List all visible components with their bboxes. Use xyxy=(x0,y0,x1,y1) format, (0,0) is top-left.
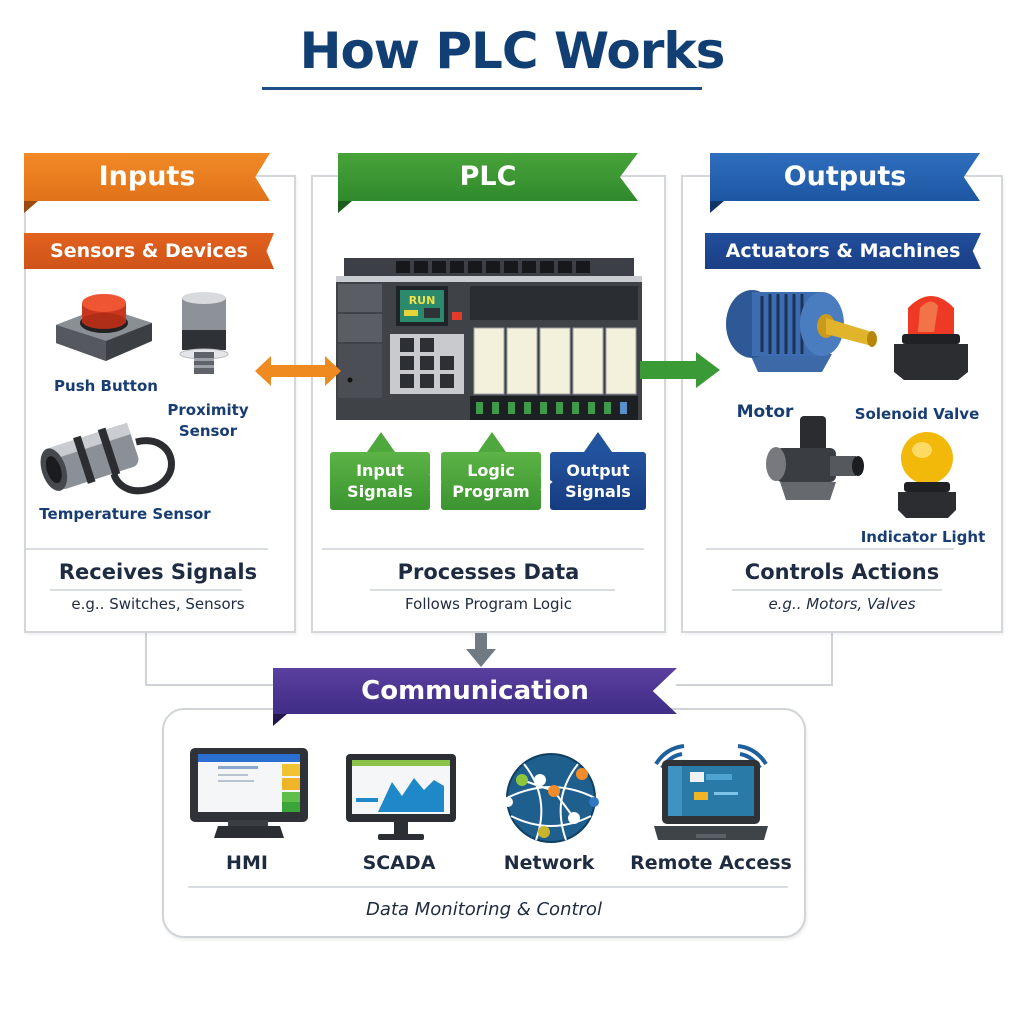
communication-caption: Data Monitoring & Control xyxy=(366,899,602,920)
chevron-right-icon xyxy=(429,473,442,491)
title-underline xyxy=(262,87,702,90)
divider xyxy=(322,548,644,550)
hmi-monitor-icon xyxy=(190,748,308,838)
inputs-caption-sub: e.g.. Switches, Sensors xyxy=(71,595,245,613)
sensors-devices-ribbon: Sensors & Devices xyxy=(24,233,274,269)
plc-ribbon: PLC xyxy=(338,153,638,201)
connector-line xyxy=(145,684,275,686)
plc-caption-sub: Follows Program Logic xyxy=(405,595,572,613)
chevron-right-icon xyxy=(540,473,553,491)
connector-line xyxy=(831,630,833,686)
hmi-label: HMI xyxy=(226,852,268,874)
indicator-light-label: Indicator Light xyxy=(860,528,986,546)
push-button-icon xyxy=(56,294,152,361)
step-label: Output xyxy=(566,461,630,480)
outputs-caption-sub: e.g.. Motors, Valves xyxy=(768,595,916,613)
bidirectional-arrow-icon xyxy=(255,356,341,386)
step-pointer xyxy=(367,432,395,452)
network-globe-icon xyxy=(503,753,599,843)
solenoid-valve-label: Solenoid Valve xyxy=(854,405,980,423)
indicator-light-icon xyxy=(898,432,956,518)
outputs-ribbon: Outputs xyxy=(710,153,980,201)
scada-monitor-icon xyxy=(346,754,456,840)
down-arrow-icon xyxy=(466,633,496,667)
connector-line xyxy=(676,684,833,686)
push-button-label: Push Button xyxy=(54,377,158,395)
proximity-sensor-label: Proximity Sensor xyxy=(167,401,249,440)
temperature-sensor-icon xyxy=(40,422,175,495)
divider xyxy=(732,589,942,591)
divider xyxy=(188,886,788,888)
proximity-sensor-icon xyxy=(179,292,229,374)
motor-label: Motor xyxy=(736,402,794,422)
connector-line xyxy=(145,630,147,686)
divider xyxy=(50,589,242,591)
temperature-sensor-label: Temperature Sensor xyxy=(39,505,211,523)
laptop-wifi-icon xyxy=(654,744,768,840)
divider xyxy=(706,548,954,550)
remote-access-label: Remote Access xyxy=(630,852,792,874)
step-pointer xyxy=(478,432,506,452)
solenoid-valve-icon xyxy=(894,296,968,380)
ribbon-fold xyxy=(338,201,352,213)
motor-icon xyxy=(726,290,877,372)
actuators-machines-ribbon: Actuators & Machines xyxy=(705,233,981,269)
step-label: Signals xyxy=(565,482,631,501)
step-label: Signals xyxy=(347,482,413,501)
divider xyxy=(370,589,615,591)
step-label: Logic xyxy=(467,461,515,480)
right-arrow-icon xyxy=(640,352,720,388)
inputs-caption-title: Receives Signals xyxy=(58,560,258,584)
outputs-caption-title: Controls Actions xyxy=(744,560,940,584)
step-label: Program xyxy=(452,482,530,501)
network-label: Network xyxy=(503,852,595,874)
step-label: Input xyxy=(356,461,404,480)
scada-label: SCADA xyxy=(362,852,436,874)
plc-device-icon: RUN xyxy=(336,256,642,422)
valve-body-icon xyxy=(766,416,864,500)
ribbon-fold xyxy=(710,201,724,213)
ribbon-fold xyxy=(24,201,38,213)
ribbon-fold xyxy=(273,714,287,726)
communication-ribbon: Communication xyxy=(273,668,677,714)
plc-run-screen: RUN xyxy=(409,294,436,307)
divider xyxy=(26,548,268,550)
step-pointer xyxy=(584,432,612,452)
inputs-ribbon: Inputs xyxy=(24,153,270,201)
plc-caption-title: Processes Data xyxy=(397,560,580,584)
page-title: How PLC Works xyxy=(299,22,726,80)
